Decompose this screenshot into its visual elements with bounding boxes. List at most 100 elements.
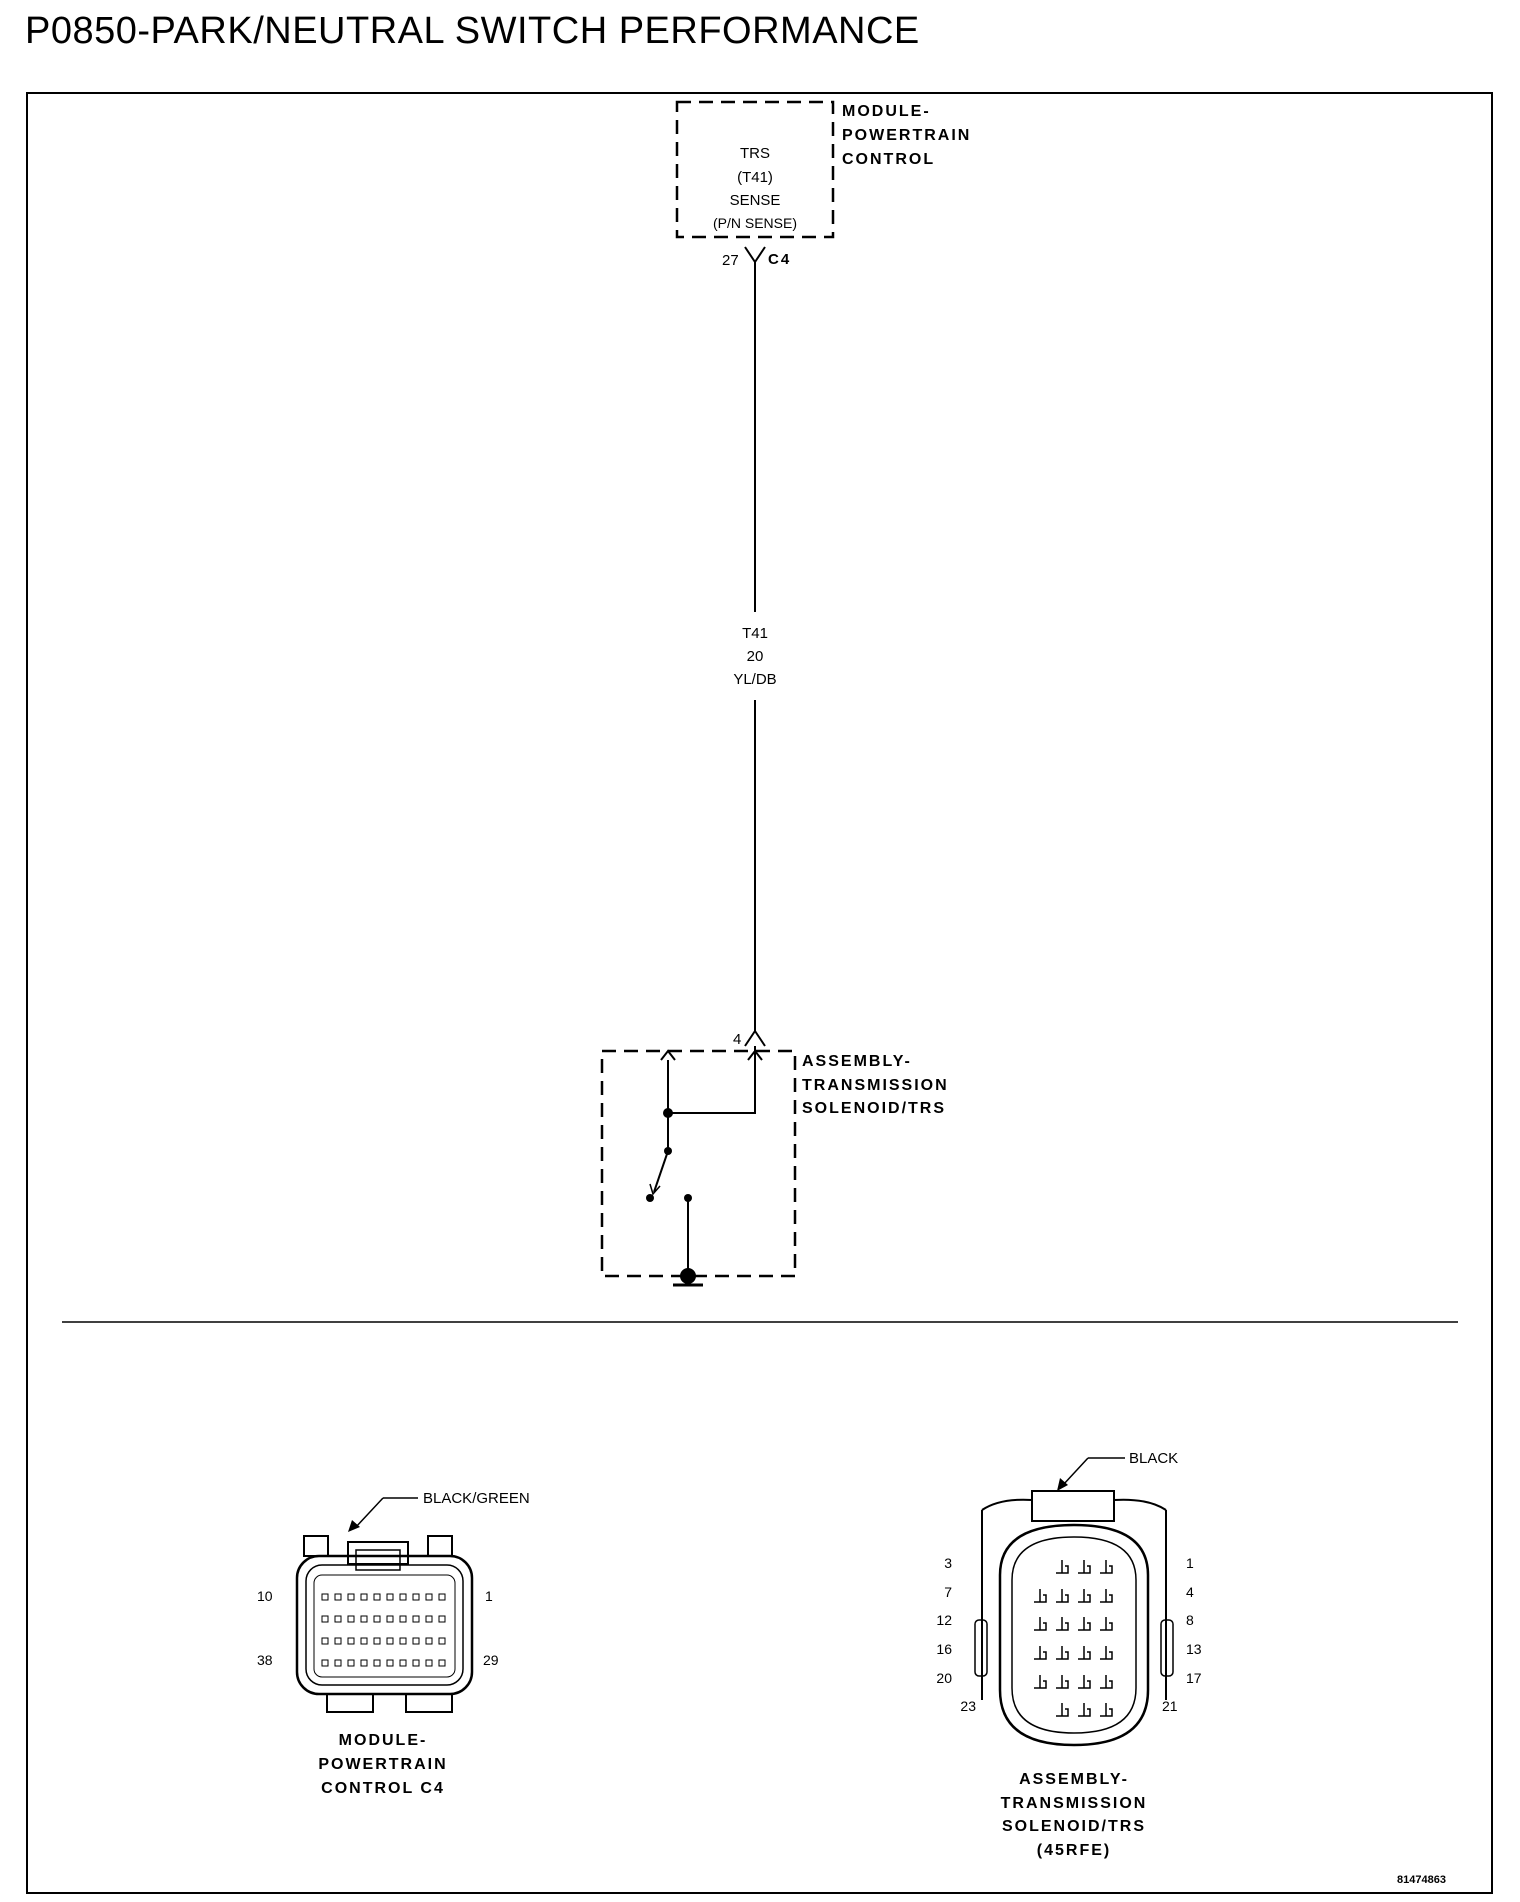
trs-pin-symbol: [744, 1029, 766, 1047]
trs-name-line-1: ASSEMBLY-: [802, 1053, 912, 1070]
trs-pin-terminal: [1056, 1589, 1069, 1603]
trs-pin-terminal: [1034, 1646, 1047, 1660]
trs-pin-13: 13: [1186, 1641, 1202, 1657]
pcm-module: TRS (T41) SENSE (P/N SENSE) MODULE- POWE…: [675, 100, 971, 269]
pcm-c4-pin-cavity: [412, 1659, 420, 1667]
trs-pin-terminal: [1056, 1560, 1069, 1574]
pcm-c4-pin-grid: [321, 1593, 446, 1667]
pcm-c4-pin-cavity: [321, 1659, 329, 1667]
pcm-c4-pin-cavity: [399, 1637, 407, 1645]
trs-pin-7: 7: [944, 1584, 952, 1600]
pcm-c4-pin-cavity: [399, 1659, 407, 1667]
pcm-c4-pin-cavity: [360, 1659, 368, 1667]
pcm-c4-pin-cavity: [425, 1615, 433, 1623]
trs-pin-12: 12: [936, 1612, 952, 1628]
pcm-c4-pin-cavity: [425, 1593, 433, 1601]
trs-color-label: BLACK: [1129, 1450, 1178, 1467]
pcm-connector-id: C4: [768, 251, 791, 268]
pcm-c4-pin-cavity: [360, 1593, 368, 1601]
pcm-c4-pin-10: 10: [257, 1588, 273, 1604]
trs-pin-terminal: [1056, 1675, 1069, 1689]
pcm-c4-pin-1: 1: [485, 1588, 493, 1604]
trs-caption-line-2: TRANSMISSION: [1001, 1795, 1148, 1812]
pcm-c4-caption-line-1: MODULE-: [339, 1732, 428, 1749]
pcm-c4-pin-cavity: [399, 1593, 407, 1601]
trs-pin-terminal: [1056, 1617, 1069, 1631]
pcm-c4-pin-cavity: [373, 1659, 381, 1667]
pcm-c4-pin-cavity: [373, 1615, 381, 1623]
trs-caption-line-3: SOLENOID/TRS: [1002, 1818, 1146, 1835]
pcm-circuit-line-1: TRS: [740, 145, 770, 162]
trs-pin-terminal: [1100, 1646, 1113, 1660]
trs-pin-1: 1: [1186, 1555, 1194, 1571]
trs-connector: BLACK 3 7 12 16 20 23 1 4 8 13 17 21 ASS…: [936, 1450, 1201, 1859]
pcm-c4-pin-cavity: [425, 1637, 433, 1645]
trs-pin-array: [1034, 1560, 1113, 1717]
pcm-c4-pin-cavity: [360, 1637, 368, 1645]
pcm-c4-pin-cavity: [373, 1637, 381, 1645]
trs-pin-3: 3: [944, 1555, 952, 1571]
pcm-c4-pin-cavity: [438, 1659, 446, 1667]
pcm-c4-pin-cavity: [334, 1615, 342, 1623]
pcm-c4-pin-cavity: [399, 1615, 407, 1623]
pcm-c4-pin-cavity: [412, 1593, 420, 1601]
pcm-c4-pin-cavity: [321, 1593, 329, 1601]
trs-pin-16: 16: [936, 1641, 952, 1657]
trs-pin-terminal: [1100, 1703, 1113, 1717]
pcm-c4-pin-cavity: [334, 1593, 342, 1601]
pcm-c4-pin-cavity: [347, 1615, 355, 1623]
pcm-c4-caption-line-2: POWERTRAIN: [318, 1756, 447, 1773]
pcm-c4-pin-cavity: [373, 1593, 381, 1601]
pcm-name-line-3: CONTROL: [842, 151, 935, 168]
trs-pin-terminal: [1056, 1646, 1069, 1660]
pcm-c4-pin-cavity: [347, 1659, 355, 1667]
pcm-c4-pin-cavity: [425, 1659, 433, 1667]
pcm-c4-pin-38: 38: [257, 1652, 273, 1668]
trs-pin-terminal: [1034, 1589, 1047, 1603]
trs-pin-8: 8: [1186, 1612, 1194, 1628]
trs-pin-terminal: [1078, 1589, 1091, 1603]
pcm-c4-color-label: BLACK/GREEN: [423, 1490, 530, 1507]
trs-pin-terminal: [1078, 1703, 1091, 1717]
pcm-c4-pin-cavity: [438, 1593, 446, 1601]
trs-pin-23: 23: [960, 1698, 976, 1714]
wire-color: YL/DB: [733, 671, 776, 688]
pcm-c4-pin-cavity: [386, 1659, 394, 1667]
trs-pin-terminal: [1056, 1703, 1069, 1717]
pcm-c4-pin-cavity: [438, 1637, 446, 1645]
pcm-circuit-line-3: SENSE: [730, 192, 781, 209]
pcm-c4-caption-line-3: CONTROL C4: [321, 1780, 445, 1797]
pcm-c4-pin-29: 29: [483, 1652, 499, 1668]
trs-pin-terminal: [1078, 1560, 1091, 1574]
trs-pin-number: 4: [733, 1031, 741, 1048]
pcm-name-line-1: MODULE-: [842, 103, 931, 120]
pcm-c4-pin-cavity: [386, 1615, 394, 1623]
pcm-c4-pin-cavity: [360, 1615, 368, 1623]
trs-pin-terminal: [1100, 1560, 1113, 1574]
trs-pin-terminal: [1078, 1675, 1091, 1689]
pcm-c4-pin-cavity: [347, 1637, 355, 1645]
trs-assembly: 4 ASSEMBLY- TRANSMISSION SOLENOID/TRS: [600, 1029, 949, 1287]
pcm-c4-pin-cavity: [412, 1637, 420, 1645]
trs-pin-21: 21: [1162, 1698, 1178, 1714]
pcm-c4-pin-cavity: [438, 1615, 446, 1623]
trs-pin-20: 20: [936, 1670, 952, 1686]
trs-name-line-2: TRANSMISSION: [802, 1077, 949, 1094]
trs-name-line-3: SOLENOID/TRS: [802, 1100, 946, 1117]
pcm-c4-pin-cavity: [334, 1659, 342, 1667]
wire-circuit: T41: [742, 625, 768, 642]
wire-gauge: 20: [747, 648, 764, 665]
trs-pin-terminal: [1078, 1617, 1091, 1631]
pcm-pin-symbol: [744, 246, 766, 264]
page-title: P0850-PARK/NEUTRAL SWITCH PERFORMANCE: [25, 10, 920, 52]
trs-pin-terminal: [1034, 1617, 1047, 1631]
pcm-pin-number: 27: [722, 252, 739, 269]
pcm-c4-pin-cavity: [321, 1637, 329, 1645]
trs-caption-line-4: (45RFE): [1037, 1842, 1111, 1859]
trs-pin-terminal: [1100, 1617, 1113, 1631]
wire-t41: T41 20 YL/DB: [733, 262, 777, 1031]
pcm-name-line-2: POWERTRAIN: [842, 127, 971, 144]
pcm-c4-pin-cavity: [386, 1637, 394, 1645]
figure-id: 81474863: [1397, 1874, 1446, 1886]
